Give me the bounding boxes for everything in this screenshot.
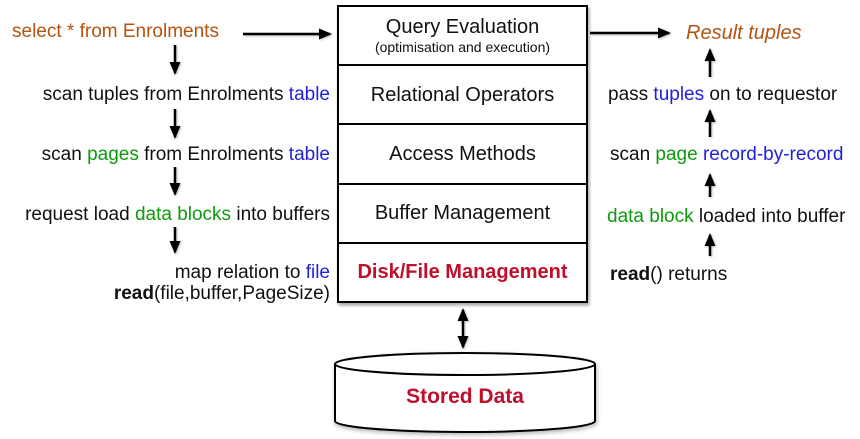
text-segment: pass xyxy=(608,84,654,105)
result-tuples-label: Result tuples xyxy=(686,22,802,44)
text-segment: Result tuples xyxy=(686,22,802,44)
text-segment: () returns xyxy=(650,264,728,285)
map-relation-label: map relation to file xyxy=(175,262,330,284)
text-segment: read xyxy=(610,264,651,285)
text-segment: request load xyxy=(25,204,135,225)
layer-buffer-management: Buffer Management xyxy=(339,182,586,242)
select-query-label: select * from Enrolments xyxy=(12,21,219,43)
text-segment: table xyxy=(288,84,330,105)
text-segment: select * from Enrolments xyxy=(12,21,219,42)
text-segment: data block xyxy=(607,206,694,227)
text-segment: from Enrolments xyxy=(138,144,289,165)
text-segment: page xyxy=(655,144,698,165)
dbms-layer-stack: Query Evaluation (optimisation and execu… xyxy=(337,5,588,303)
layer-title: Buffer Management xyxy=(374,202,551,225)
layer-title: Relational Operators xyxy=(370,83,555,106)
text-segment: into buffers xyxy=(231,204,330,225)
pass-tuples-label: pass tuples on to requestor xyxy=(608,84,837,106)
text-segment: data blocks xyxy=(134,204,232,225)
text-segment: on to requestor xyxy=(704,84,838,105)
stored-data-label: Stored Data xyxy=(406,385,524,408)
text-segment: pages xyxy=(87,144,139,165)
text-segment: tuples xyxy=(653,84,705,105)
layer-query-evaluation: Query Evaluation (optimisation and execu… xyxy=(339,7,586,65)
text-segment: scan xyxy=(41,144,88,165)
request-load-label: request load data blocks into buffers xyxy=(25,204,330,226)
layer-title: Access Methods xyxy=(389,143,536,165)
text-segment: map relation to xyxy=(174,262,306,283)
scan-tuples-label: scan tuples from Enrolments table xyxy=(43,84,330,106)
layer-access-methods: Access Methods xyxy=(339,123,586,183)
cylinder-body xyxy=(334,364,596,433)
text-segment: (file,buffer,PageSize) xyxy=(153,283,330,304)
text-segment: read xyxy=(113,283,154,304)
data-block-loaded-label: data block loaded into buffer xyxy=(607,206,845,228)
text-segment: loaded into buffer xyxy=(693,206,846,227)
layer-title: Query Evaluation xyxy=(385,16,540,39)
layer-relational-operators: Relational Operators xyxy=(339,64,586,124)
scan-page-records-label: scan page record-by-record xyxy=(610,144,843,166)
cylinder-top xyxy=(334,352,596,376)
text-segment: scan tuples from Enrolments xyxy=(42,84,289,105)
text-segment: record-by-record xyxy=(702,144,844,165)
read-call-label: read(file,buffer,PageSize) xyxy=(114,283,330,305)
scan-pages-label: scan pages from Enrolments table xyxy=(42,144,330,166)
text-segment: table xyxy=(288,144,330,165)
layer-title: Disk/File Management xyxy=(357,261,568,284)
text-segment: scan xyxy=(610,144,656,165)
layer-disk-file-management: Disk/File Management xyxy=(339,241,586,302)
layer-subtitle: (optimisation and execution) xyxy=(374,39,551,56)
read-returns-label: read() returns xyxy=(610,264,727,286)
text-segment: file xyxy=(305,262,330,283)
